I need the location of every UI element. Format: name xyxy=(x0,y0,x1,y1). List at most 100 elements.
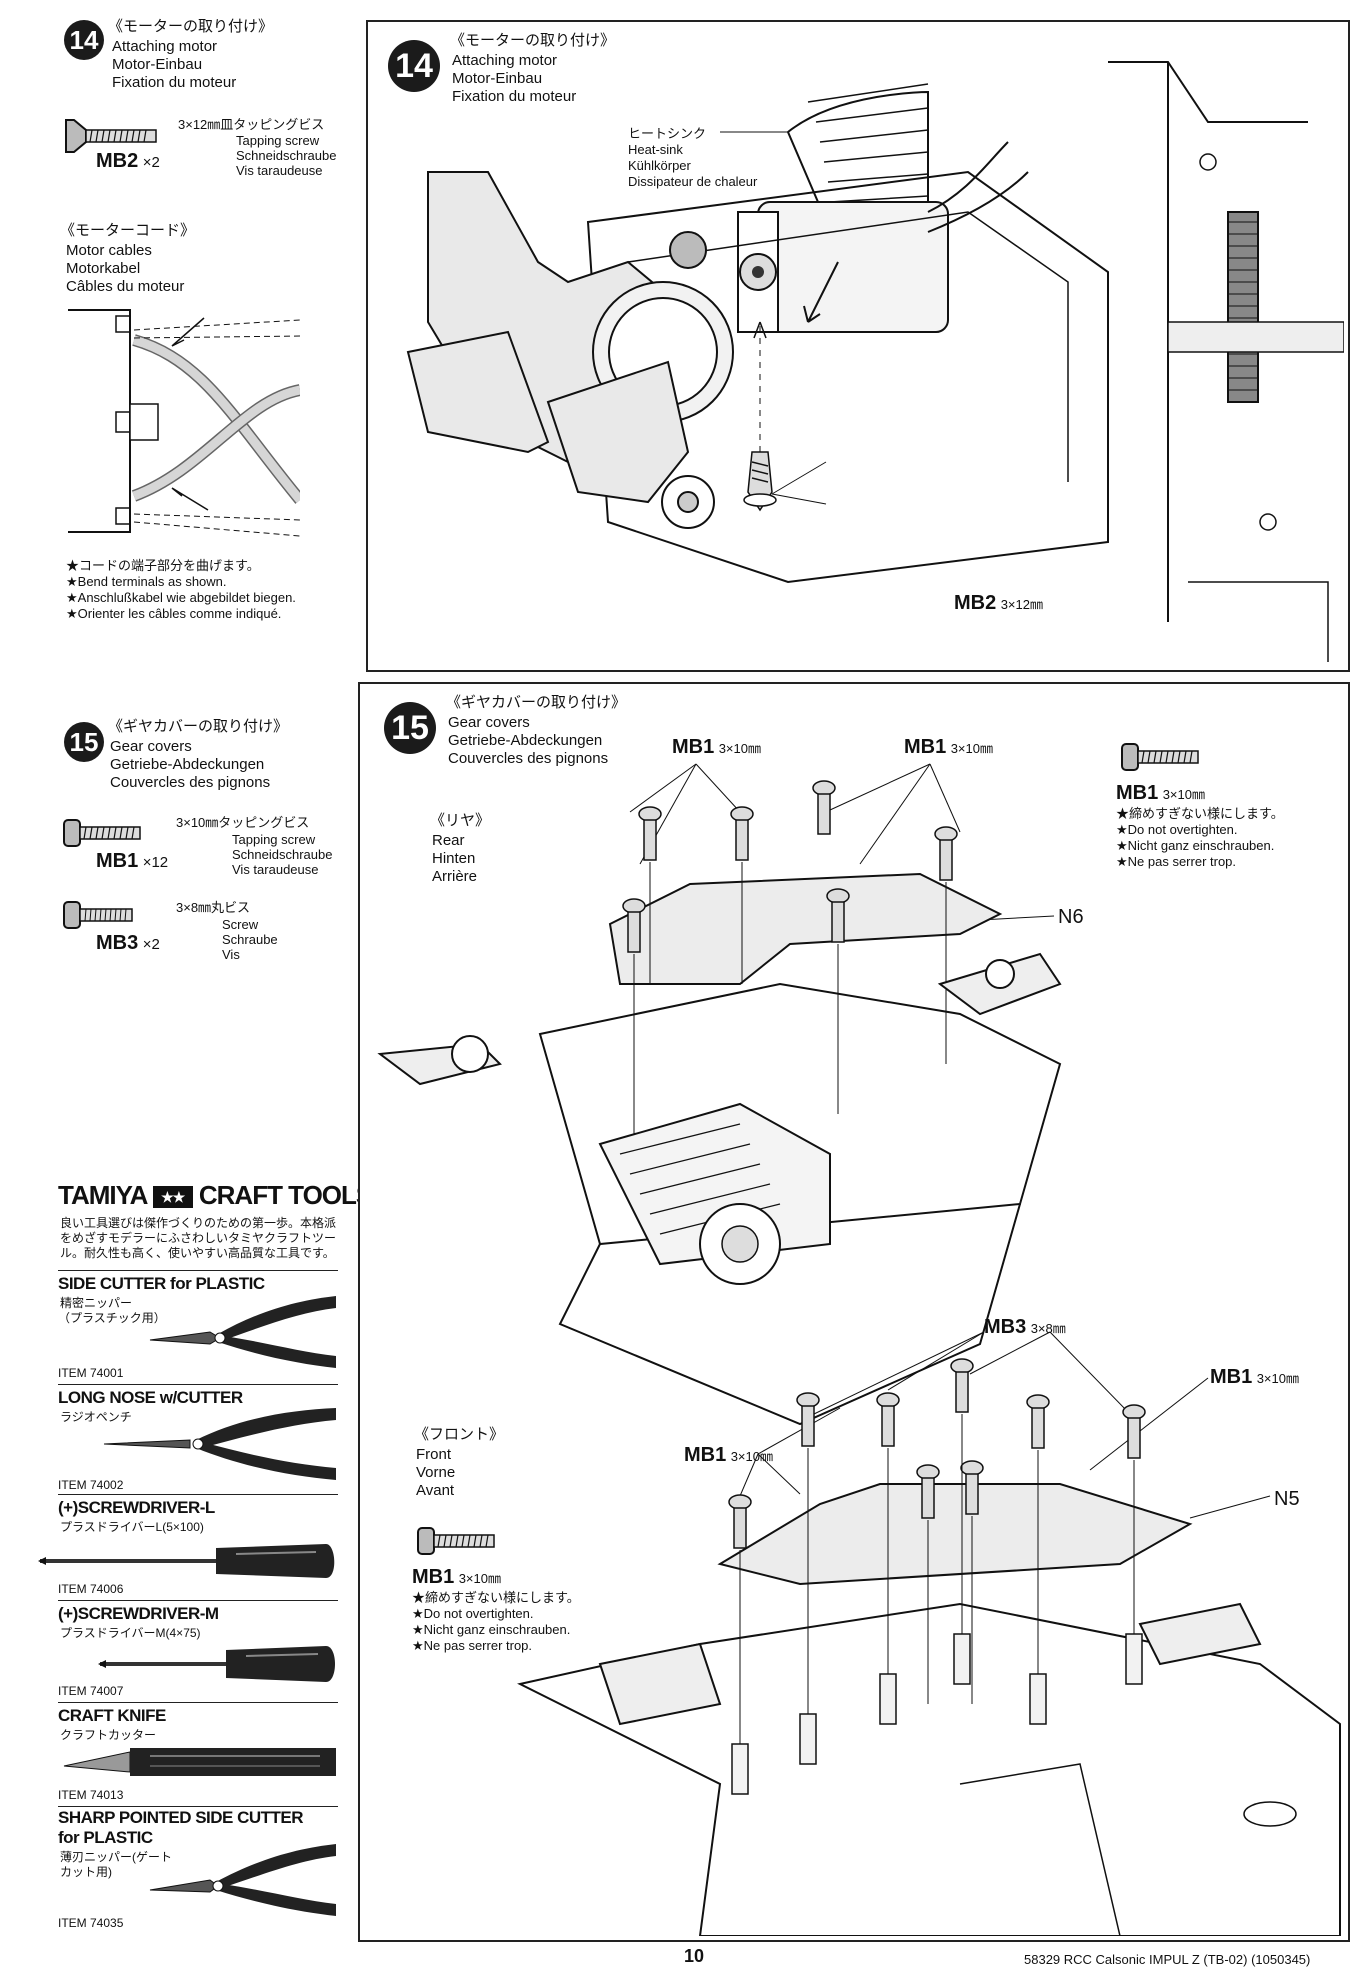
step-14-frame: 14 《モーターの取り付け》 Attaching motor Motor-Ein… xyxy=(366,20,1350,672)
mb3-de: Schraube xyxy=(222,932,278,947)
tool-6-name2: for PLASTIC xyxy=(58,1828,153,1847)
step-14-title-de: Motor-Einbau xyxy=(112,56,203,73)
step-14-badge: 14 xyxy=(64,20,104,60)
motor-cable-diagram xyxy=(68,309,300,537)
tool-2-name: LONG NOSE w/CUTTER xyxy=(58,1388,243,1407)
divider xyxy=(58,1702,338,1703)
heatsink-label-jp: ヒートシンク xyxy=(628,126,707,141)
step-15-title-de: Getriebe-Abdeckungen xyxy=(110,756,265,773)
tool-2-jp: ラジオペンチ xyxy=(60,1410,132,1424)
mb1-front-left-callout: MB1 3×10㎜ xyxy=(684,1444,773,1466)
step-14-main-title-de: Motor-Einbau xyxy=(452,70,543,87)
tool-6-jp-b: カット用) xyxy=(60,1865,112,1879)
motor-cables-en: Motor cables xyxy=(66,242,152,259)
front-label-fr: Avant xyxy=(416,1482,455,1499)
tool-2-item: ITEM 74002 xyxy=(58,1478,124,1492)
step-15-main-title-de: Getriebe-Abdeckungen xyxy=(448,732,603,749)
cable-note-en: ★Bend terminals as shown. xyxy=(66,574,227,589)
step-15-main-title-fr: Couvercles des pignons xyxy=(448,750,609,767)
mb3-front-callout: MB3 3×8㎜ xyxy=(984,1316,1066,1338)
mb1-front-note-code: MB1 3×10㎜ xyxy=(412,1566,501,1588)
step-14-title-fr: Fixation du moteur xyxy=(112,74,237,91)
step-15-title-jp: 《ギヤカバーの取り付け》 xyxy=(108,718,289,735)
mb2-en: Tapping screw xyxy=(236,133,320,148)
tool-4-jp: プラスドライバーM(4×75) xyxy=(60,1626,201,1640)
front-label-en: Front xyxy=(416,1446,452,1463)
cable-note-de: ★Anschlußkabel wie abgebildet biegen. xyxy=(66,590,296,605)
step-14-main-title-en: Attaching motor xyxy=(452,52,558,69)
mb1-rear-note-code: MB1 3×10㎜ xyxy=(1116,782,1205,804)
rear-note-jp: ★締めすぎない様にします。 xyxy=(1116,806,1284,821)
tool-5-name: CRAFT KNIFE xyxy=(58,1706,166,1725)
mb1-en: Tapping screw xyxy=(232,832,316,847)
tools-intro-1: 良い工具選びは傑作づくりのための第一歩。本格派 xyxy=(60,1216,337,1230)
tool-1-name: SIDE CUTTER for PLASTIC xyxy=(58,1274,265,1293)
front-label-jp: 《フロント》 xyxy=(414,1426,505,1443)
mb1-fr: Vis taraudeuse xyxy=(232,862,319,877)
rear-note-fr: ★Ne pas serrer trop. xyxy=(1116,854,1237,869)
step-15-main-badge: 15 xyxy=(384,702,436,754)
divider xyxy=(58,1600,338,1601)
front-note-fr: ★Ne pas serrer trop. xyxy=(412,1638,533,1653)
rear-note-de: ★Nicht ganz einschrauben. xyxy=(1116,838,1275,853)
cable-note-jp: ★コードの端子部分を曲げます。 xyxy=(66,558,260,573)
rear-note-en: ★Do not overtighten. xyxy=(1116,822,1238,837)
step-15-badge: 15 xyxy=(64,722,104,762)
craft-knife-icon xyxy=(63,1748,336,1776)
mb3-en: Screw xyxy=(222,917,259,932)
step-15-title-fr: Couvercles des pignons xyxy=(110,774,271,791)
tool-1-jp-b: （プラスチック用） xyxy=(58,1311,166,1325)
mb2-fr: Vis taraudeuse xyxy=(236,163,323,178)
motor-cables-fr: Câbles du moteur xyxy=(66,278,185,295)
tool-3-name: (+)SCREWDRIVER-L xyxy=(58,1498,215,1517)
tool-6-item: ITEM 74035 xyxy=(58,1916,124,1930)
step-15-frame: 15 《ギヤカバーの取り付け》 Gear covers Getriebe-Abd… xyxy=(358,682,1350,1942)
mb2-size-jp: 3×12㎜皿タッピングビス xyxy=(178,117,325,132)
motor-cables-title-jp: 《モーターコード》 xyxy=(60,222,196,239)
tool-5-jp: クラフトカッター xyxy=(60,1728,157,1742)
tools-intro-3: ル。耐久性も高く、使いやすい高品質な工具です。 xyxy=(60,1246,335,1260)
page-number: 10 xyxy=(684,1946,705,1966)
long-nose-pliers-icon xyxy=(103,1408,336,1480)
screwdriver-l-icon xyxy=(38,1544,335,1578)
tool-1-item: ITEM 74001 xyxy=(58,1366,124,1380)
mb1-size-jp: 3×10㎜タッピングビス xyxy=(176,815,310,830)
step-14-main-title-jp: 《モーターの取り付け》 xyxy=(450,32,616,49)
cable-note-fr: ★Orienter les câbles comme indiqué. xyxy=(66,606,282,621)
front-note-en: ★Do not overtighten. xyxy=(412,1606,534,1621)
step-15-main-title-en: Gear covers xyxy=(448,714,530,731)
rear-label-de: Hinten xyxy=(432,850,476,867)
tool-6-name: SHARP POINTED SIDE CUTTER xyxy=(58,1808,304,1827)
heatsink-label-de: Kühlkörper xyxy=(628,158,691,173)
tool-4-item: ITEM 74007 xyxy=(58,1684,124,1698)
mb1-front-right-callout: MB1 3×10㎜ xyxy=(1210,1366,1299,1388)
tapping-screw-icon xyxy=(1121,743,1199,771)
rear-label-fr: Arrière xyxy=(432,868,478,885)
gear-cover-assembly-drawing xyxy=(377,763,1341,1936)
screwdriver-m-icon xyxy=(98,1646,335,1682)
step-15-title-en: Gear covers xyxy=(110,738,192,755)
tool-1-jp-a: 精密ニッパー xyxy=(60,1296,133,1310)
divider xyxy=(58,1494,338,1495)
tool-5-item: ITEM 74013 xyxy=(58,1788,124,1802)
rear-label-en: Rear xyxy=(432,832,465,849)
machine-screw-icon xyxy=(63,901,133,929)
heatsink-label-fr: Dissipateur de chaleur xyxy=(628,174,758,189)
chassis-motor-drawing xyxy=(406,61,1344,662)
mb1-de: Schneidschraube xyxy=(232,847,333,862)
divider xyxy=(58,1270,338,1271)
tool-4-name: (+)SCREWDRIVER-M xyxy=(58,1604,219,1623)
rear-label-jp: 《リヤ》 xyxy=(430,812,491,829)
divider xyxy=(58,1384,338,1385)
side-cutter-icon xyxy=(149,1296,336,1368)
tool-3-item: ITEM 74006 xyxy=(58,1582,124,1596)
mb2-callout: MB2 3×12㎜ xyxy=(954,592,1043,614)
n5-label: N5 xyxy=(1274,1488,1300,1510)
mb1-rear-right-callout: MB1 3×10㎜ xyxy=(904,736,993,758)
motor-cables-de: Motorkabel xyxy=(66,260,141,277)
front-label-de: Vorne xyxy=(416,1464,456,1481)
step-15-main-title-jp: 《ギヤカバーの取り付け》 xyxy=(446,694,627,711)
sharp-side-cutter-icon xyxy=(149,1844,336,1916)
tapping-screw-icon xyxy=(417,1527,495,1555)
step-14-title-en: Attaching motor xyxy=(112,38,218,55)
